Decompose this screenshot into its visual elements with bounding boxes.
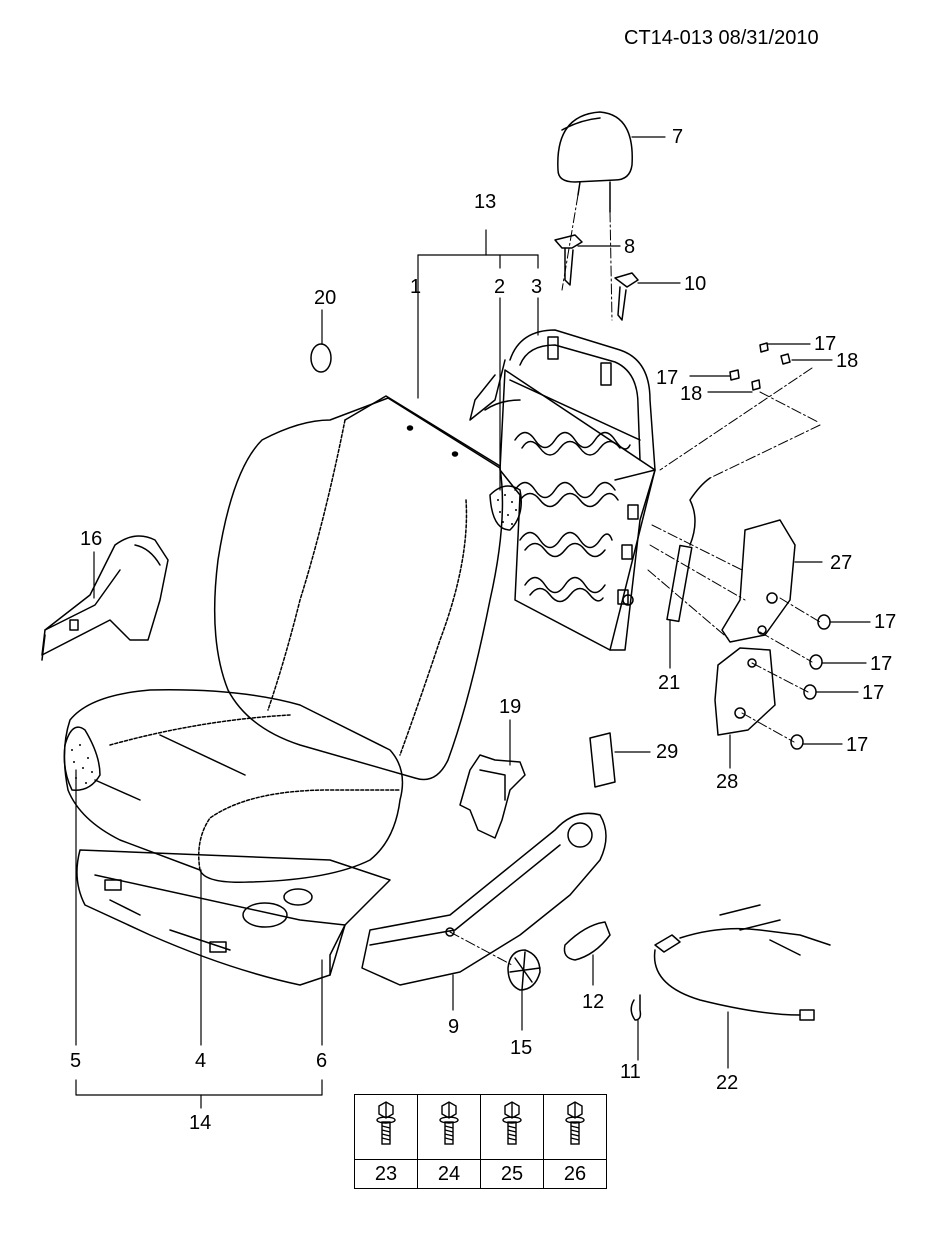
- back-side-panel-upper: [721, 519, 796, 643]
- fastener-number: 26: [543, 1159, 607, 1189]
- fastener-number: 25: [480, 1159, 544, 1189]
- bolt-icon: [376, 1101, 396, 1145]
- bolt-icon: [565, 1101, 585, 1145]
- callout-11: 11: [620, 1061, 641, 1083]
- bolt-icon: [502, 1101, 522, 1145]
- assembly-lines: [449, 194, 821, 966]
- fastener-cell: [354, 1094, 418, 1160]
- wiring-harness: [653, 904, 831, 1021]
- screws-and-nuts: [729, 342, 831, 750]
- retaining-ring: [310, 343, 332, 373]
- callout-16: 16: [80, 528, 103, 550]
- cover-bracket: [459, 754, 526, 839]
- seat-cushion-frame: [76, 849, 391, 986]
- document-id: CT14-013 08/31/2010: [624, 27, 819, 49]
- callout-17b: 17: [656, 367, 679, 389]
- callout-29: 29: [656, 741, 679, 763]
- side-shield: [361, 812, 607, 986]
- callout-17d: 17: [870, 653, 893, 675]
- fastener-cell: [417, 1094, 481, 1160]
- leader-lines: [75, 136, 871, 1109]
- callout-17a: 17: [814, 333, 837, 355]
- fastener-number: 24: [417, 1159, 481, 1189]
- callout-5: 5: [70, 1050, 82, 1072]
- recliner-knob: [507, 949, 541, 991]
- callout-9: 9: [448, 1016, 460, 1038]
- callout-18b: 18: [680, 383, 703, 405]
- fastener-cell: [480, 1094, 544, 1160]
- callout-17c: 17: [874, 611, 897, 633]
- callout-14: 14: [189, 1112, 212, 1134]
- fastener-number: 23: [354, 1159, 418, 1189]
- callout-12: 12: [582, 991, 605, 1013]
- callout-28: 28: [716, 771, 739, 793]
- back-side-panel-lower: [714, 647, 776, 736]
- callout-4: 4: [195, 1050, 207, 1072]
- headrest-guide-right: [614, 272, 639, 321]
- fastener-table: 23 24 25 26: [354, 1094, 607, 1189]
- heater-pad-cushion: [63, 726, 101, 791]
- callout-6: 6: [316, 1050, 328, 1072]
- fastener-cell: [543, 1094, 607, 1160]
- recliner-cover-inner: [41, 535, 169, 661]
- callout-18a: 18: [836, 350, 859, 372]
- lever-handle: [563, 921, 611, 961]
- heater-pad-back: [489, 485, 522, 531]
- callout-15: 15: [510, 1037, 533, 1059]
- seat-back-frame: [469, 329, 656, 651]
- headrest: [557, 111, 633, 213]
- callout-17e: 17: [862, 682, 885, 704]
- seat-cushion: [63, 689, 404, 883]
- seat-back-cushion: [213, 395, 504, 781]
- callout-3: 3: [531, 276, 543, 298]
- callout-19: 19: [499, 696, 522, 718]
- callout-10: 10: [684, 273, 707, 295]
- callout-13: 13: [474, 191, 497, 213]
- wire-clip: [630, 994, 642, 1021]
- callout-8: 8: [624, 236, 636, 258]
- callout-7: 7: [672, 126, 684, 148]
- callout-27: 27: [830, 552, 853, 574]
- callout-21: 21: [658, 672, 681, 694]
- callout-1: 1: [410, 276, 422, 298]
- bolt-icon: [439, 1101, 459, 1145]
- callout-20: 20: [314, 287, 337, 309]
- gas-damper: [666, 477, 711, 623]
- pad: [589, 732, 616, 788]
- callout-17f: 17: [846, 734, 869, 756]
- callout-22: 22: [716, 1072, 739, 1094]
- callout-2: 2: [494, 276, 506, 298]
- headrest-guide-left: [554, 234, 583, 286]
